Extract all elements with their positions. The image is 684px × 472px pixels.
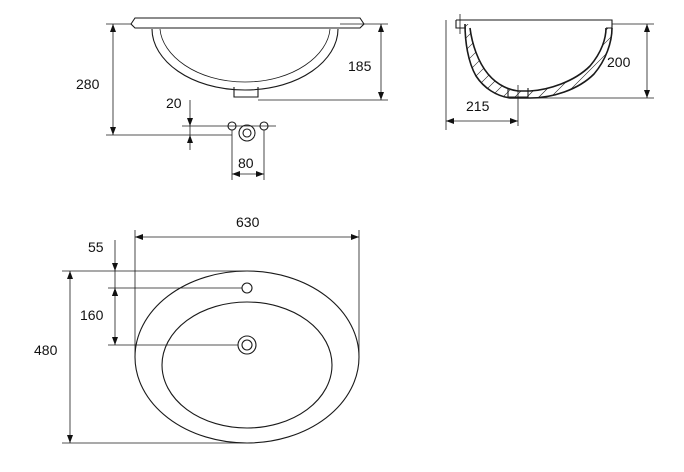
dim-280-text: 280 xyxy=(76,76,100,92)
dim-55-text: 55 xyxy=(88,239,104,255)
drain-stub xyxy=(233,87,259,98)
dim-215-text: 215 xyxy=(466,98,490,114)
dim-160-text: 160 xyxy=(80,307,104,323)
dim-20-text: 20 xyxy=(166,95,182,111)
rim-ellipse xyxy=(134,270,360,444)
section-view: 200 215 xyxy=(445,14,654,130)
section-outer xyxy=(464,23,613,99)
tap-hole xyxy=(241,282,253,294)
rim-outline xyxy=(130,17,365,29)
front-view: 185 280 20 80 xyxy=(76,17,388,180)
section-inner xyxy=(469,27,607,92)
dim-200-text: 200 xyxy=(607,54,631,70)
bowl-ellipse xyxy=(161,301,333,429)
dim-80-text: 80 xyxy=(238,155,254,171)
top-view: 630 480 55 160 xyxy=(34,214,360,444)
center-hole-inner xyxy=(242,128,252,138)
dim-630-text: 630 xyxy=(236,214,260,230)
drain-outer xyxy=(237,335,257,355)
center-hole-outer xyxy=(238,124,256,142)
drain-inner xyxy=(241,339,253,351)
dim-480-text: 480 xyxy=(34,342,58,358)
dim-185-text: 185 xyxy=(348,58,372,74)
bowl-outline xyxy=(151,28,339,91)
